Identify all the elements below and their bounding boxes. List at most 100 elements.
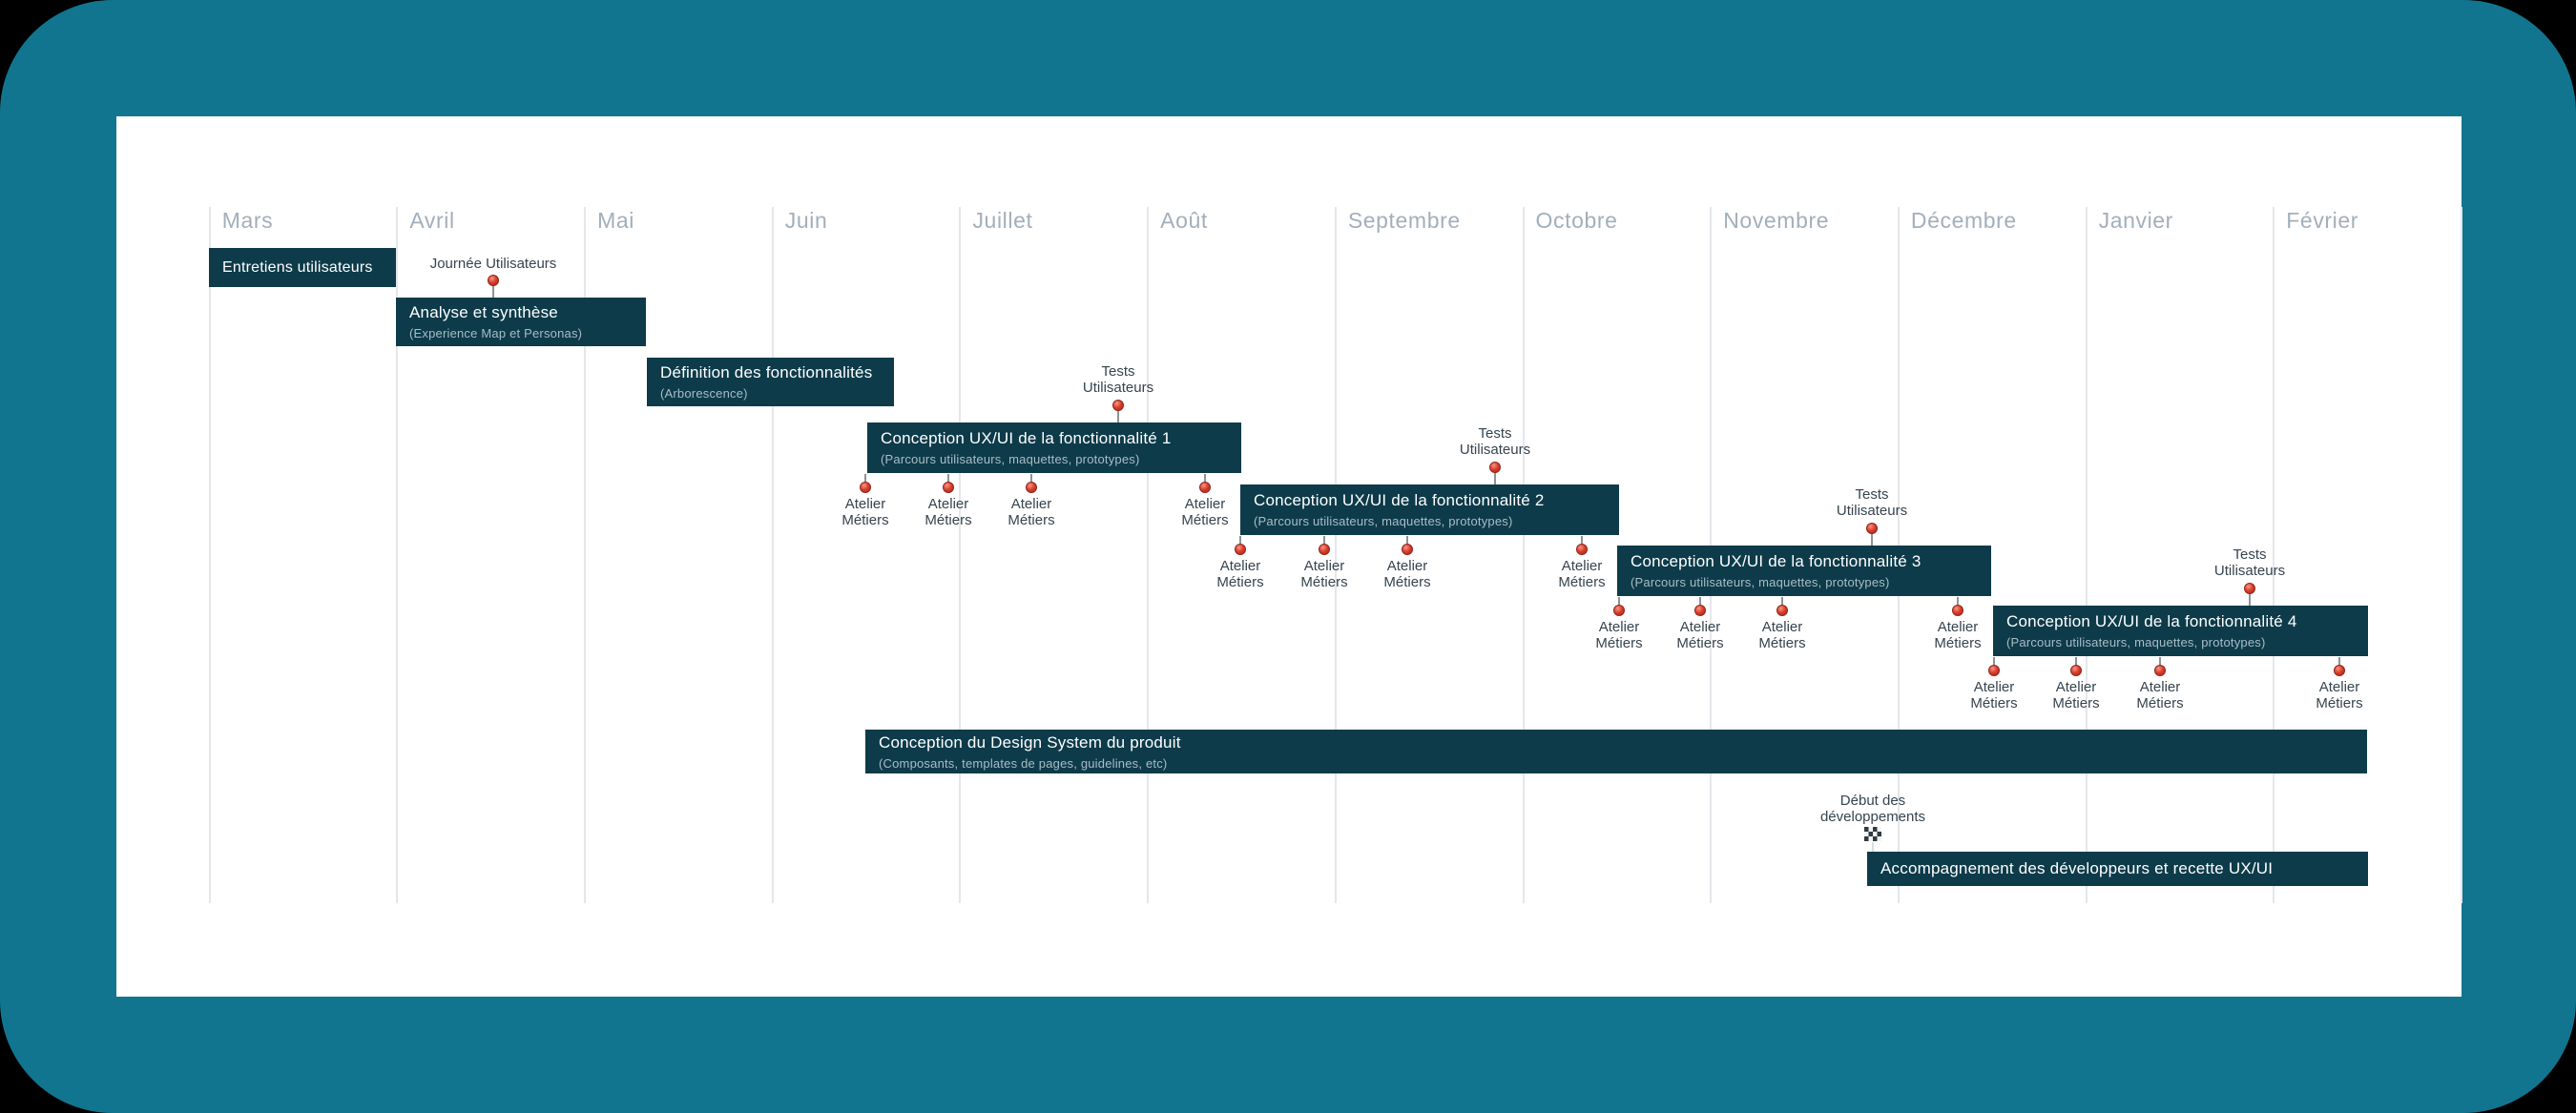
workshop-pin-label: Atelier Métiers (1181, 496, 1229, 528)
checkered-flag-icon (1864, 827, 1881, 846)
month-column-line (1147, 207, 1150, 903)
pin-stem (2075, 657, 2077, 667)
task-bar-title: Conception UX/UI de la fonctionnalité 2 (1254, 491, 1545, 509)
month-label: Novembre (1723, 208, 1830, 233)
task-bar: Définition des fonctionnalités (Arboresce… (647, 358, 894, 406)
workshop-pin-label: Atelier Métiers (1970, 679, 2018, 711)
task-bar: Accompagnement des développeurs et recet… (1867, 852, 2368, 886)
task-bar-title: Conception UX/UI de la fonctionnalité 1 (881, 429, 1172, 447)
task-bar: Entretiens utilisateurs (209, 248, 396, 287)
workshop-pin-label: Atelier Métiers (2316, 679, 2363, 711)
task-bar-subtitle: (Experience Map et Personas) (409, 326, 583, 340)
pin-stem (947, 474, 949, 484)
month-label: Avril (409, 208, 455, 233)
workshop-pin-icon (2070, 665, 2082, 676)
pin-stem (1239, 536, 1241, 546)
task-bar: Conception UX/UI de la fonctionnalité 4 (… (1993, 606, 2368, 656)
month-label: Juillet (972, 208, 1033, 233)
workshop-pin-icon (1694, 605, 1706, 616)
milestone-label: Début des développements (1819, 793, 1926, 825)
month-column-line (2085, 207, 2088, 903)
month-label: Juin (784, 208, 828, 233)
event-pin-icon (1112, 400, 1124, 411)
workshop-pin-icon (1952, 605, 1963, 616)
month-label: Mai (597, 208, 634, 233)
workshop-pin-label: Atelier Métiers (1216, 558, 1264, 590)
pin-stem (1618, 597, 1620, 607)
event-pin-label: Tests Utilisateurs (1836, 486, 1908, 519)
pin-stem (1993, 657, 1995, 667)
task-bar-title: Analyse et synthèse (409, 303, 558, 321)
month-column-line (584, 207, 587, 903)
task-bar-subtitle: (Parcours utilisateurs, maquettes, proto… (881, 452, 1140, 466)
month-label: Mars (221, 208, 274, 233)
task-bar: Conception du Design System du produit(C… (865, 730, 2367, 773)
workshop-pin-label: Atelier Métiers (1300, 558, 1348, 590)
pin-stem (2159, 657, 2161, 667)
pin-stem (492, 280, 494, 298)
pin-stem (1494, 467, 1496, 484)
task-bar-subtitle: (Composants, templates de pages, guideli… (879, 755, 1168, 771)
workshop-pin-label: Atelier Métiers (1595, 619, 1643, 651)
month-label: Décembre (1910, 208, 2017, 233)
task-bar-title: Entretiens utilisateurs (222, 258, 373, 276)
event-pin-label: Tests Utilisateurs (2213, 546, 2286, 579)
pin-stem (1030, 474, 1032, 484)
task-bar-title: Conception UX/UI de la fonctionnalité 4 (2006, 612, 2297, 630)
pin-stem (1323, 536, 1325, 546)
event-pin-label: Tests Utilisateurs (1459, 425, 1531, 458)
month-label: Août (1160, 208, 1208, 233)
workshop-pin-label: Atelier Métiers (1934, 619, 1982, 651)
month-column-line (1522, 207, 1525, 903)
task-bar: Analyse et synthèse (Experience Map et Pe… (396, 298, 646, 346)
event-pin-label: Journée Utilisateurs (429, 256, 557, 272)
pin-stem (1204, 474, 1206, 484)
workshop-pin-label: Atelier Métiers (1676, 619, 1724, 651)
workshop-pin-label: Atelier Métiers (1383, 558, 1431, 590)
task-bar-title: Définition des fonctionnalités (660, 363, 873, 381)
pin-stem (1699, 597, 1701, 607)
pin-stem (1781, 597, 1783, 607)
month-column-line (771, 207, 774, 903)
month-column-line (208, 207, 211, 903)
month-label: Septembre (1347, 208, 1461, 233)
task-bar: Conception UX/UI de la fonctionnalité 3(… (1617, 546, 1991, 596)
task-bar: Conception UX/UI de la fonctionnalité 1 (… (867, 423, 1241, 473)
workshop-pin-label: Atelier Métiers (2052, 679, 2100, 711)
workshop-pin-icon (1988, 665, 2000, 676)
pin-stem (1117, 405, 1119, 423)
task-bar-subtitle: (Arborescence) (660, 386, 748, 401)
workshop-pin-icon (1319, 544, 1330, 555)
workshop-pin-icon (1776, 605, 1788, 616)
month-label: Octobre (1535, 208, 1618, 233)
month-label: Janvier (2098, 208, 2173, 233)
workshop-pin-icon (1199, 482, 1211, 493)
month-column-line (396, 207, 399, 903)
workshop-pin-icon (1402, 544, 1413, 555)
milestone-stem (1872, 842, 1874, 852)
pin-stem (2338, 657, 2340, 667)
task-bar: Conception UX/UI de la fonctionnalité 2(… (1240, 484, 1619, 535)
workshop-pin-label: Atelier Métiers (924, 496, 972, 528)
workshop-pin-icon (1613, 605, 1625, 616)
event-pin-label: Tests Utilisateurs (1082, 363, 1154, 396)
month-label: Février (2286, 208, 2359, 233)
pin-stem (1581, 536, 1583, 546)
workshop-pin-icon (943, 482, 954, 493)
event-pin-icon (1866, 523, 1878, 534)
workshop-pin-label: Atelier Métiers (841, 496, 889, 528)
month-column-line (1334, 207, 1337, 903)
event-pin-icon (1489, 462, 1501, 473)
pin-stem (864, 474, 866, 484)
event-pin-icon (488, 275, 499, 286)
workshop-pin-label: Atelier Métiers (1758, 619, 1806, 651)
month-column-line (2460, 207, 2462, 903)
workshop-pin-icon (2154, 665, 2166, 676)
pin-stem (1957, 597, 1959, 607)
pin-stem (1871, 528, 1873, 546)
task-bar-subtitle: (Parcours utilisateurs, maquettes, proto… (1631, 575, 1890, 589)
workshop-pin-icon (1576, 544, 1588, 555)
pin-stem (2249, 588, 2251, 606)
task-bar-subtitle: (Parcours utilisateurs, maquettes, proto… (2006, 635, 2266, 649)
